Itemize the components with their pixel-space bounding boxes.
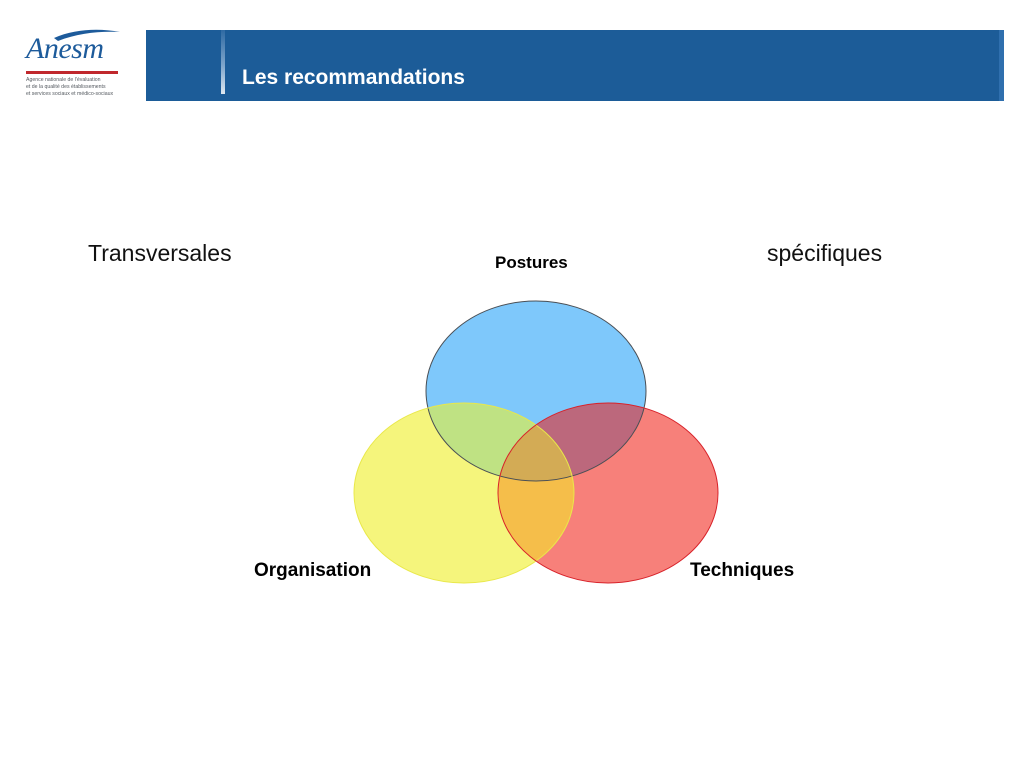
anesm-logo: Anesm Agence nationale de l'évaluation e… [24, 28, 124, 106]
logo-tagline-line: et services sociaux et médico-sociaux [26, 91, 114, 97]
page-title: Les recommandations [242, 66, 465, 89]
venn-outline-techniques [497, 402, 719, 584]
venn-outline-organisation [353, 402, 575, 584]
logo-tagline-line: Agence nationale de l'évaluation [26, 77, 101, 83]
venn-label-organisation: Organisation [254, 560, 372, 581]
logo-tagline: Agence nationale de l'évaluation et de l… [26, 77, 126, 98]
label-specifiques: spécifiques [767, 240, 883, 266]
venn-label-postures: Postures [495, 253, 568, 272]
header-divider [221, 30, 225, 94]
header-bar: Les recommandations [146, 30, 1004, 101]
venn-label-techniques: Techniques [690, 560, 795, 581]
logo-rule [26, 71, 118, 74]
venn-overlap-center [498, 403, 574, 481]
logo-swoosh-icon [54, 29, 120, 41]
logo-tagline-line: et de la qualité des établissements [26, 84, 106, 90]
logo-wordmark: Anesm [26, 32, 104, 65]
label-transversales: Transversales [88, 240, 232, 266]
venn-outline-postures [425, 300, 647, 482]
